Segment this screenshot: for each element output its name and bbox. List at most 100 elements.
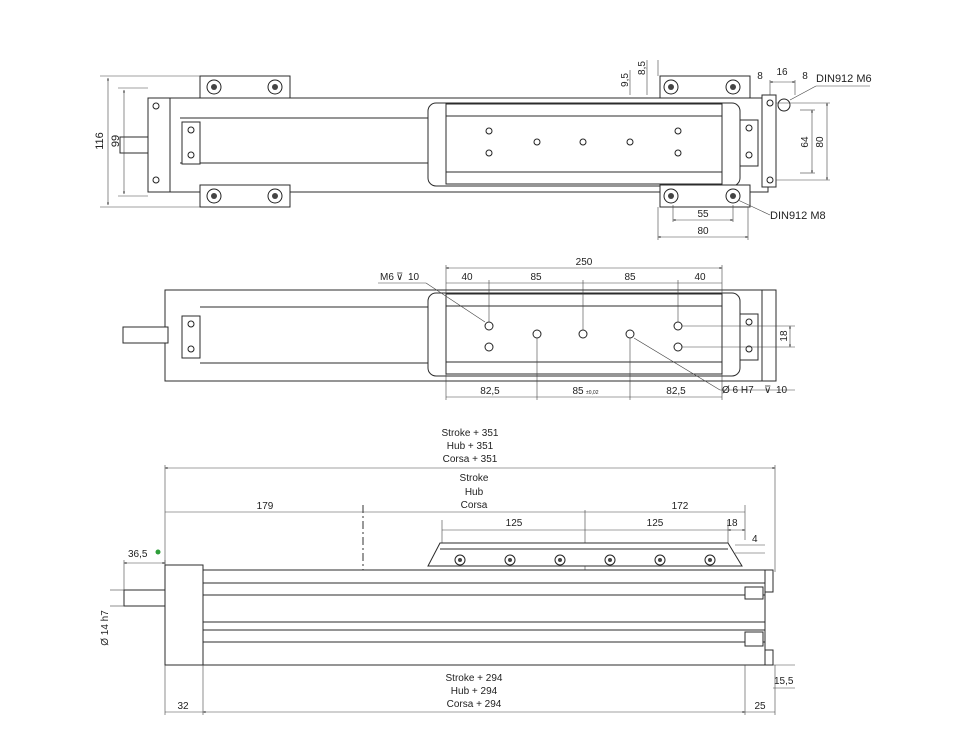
overall-bottom-line1: Stroke + 294 (446, 673, 503, 684)
hole-icon (533, 138, 541, 146)
hole-icon (484, 321, 494, 331)
middle-right-endplate (761, 289, 777, 382)
dim-55: 55 (697, 209, 709, 220)
overall-top-line2: Hub + 351 (447, 441, 494, 452)
dim-9-5: 9,5 (620, 73, 631, 87)
dim-40-right: 40 (694, 272, 706, 283)
dim-179: 179 (257, 501, 274, 512)
top-foot-tl (199, 75, 291, 99)
screw-icon (766, 176, 774, 184)
screw-icon (745, 151, 753, 159)
pin-label: Ø 6 H7 (722, 385, 754, 396)
dim-32: 32 (177, 701, 189, 712)
pin-hole-icon (625, 329, 635, 339)
top-foot-bolt (206, 188, 222, 204)
stroke-line1: Stroke (460, 473, 489, 484)
top-right-block (739, 119, 759, 167)
screw-icon (745, 318, 753, 326)
hole-icon (578, 329, 588, 339)
top-foot-bolt (206, 79, 222, 95)
dim-82-5-right: 82,5 (666, 386, 686, 397)
screw-icon (187, 320, 195, 328)
dim-172: 172 (672, 501, 689, 512)
screw-icon (745, 345, 753, 353)
dim-85-right: 85 (624, 272, 636, 283)
bottom-right-block-top (744, 586, 764, 600)
top-foot-bolt (725, 188, 741, 204)
dim-36-5: 36,5 (128, 549, 148, 560)
overall-top-line1: Stroke + 351 (442, 428, 499, 439)
middle-shaft (122, 326, 169, 344)
thread-label: M6 (380, 272, 394, 283)
screw-icon (187, 126, 195, 134)
bottom-right-cap-top (764, 569, 774, 593)
shaft-diameter: Ø 14 h7 (100, 610, 111, 646)
dim-99: 99 (110, 135, 122, 147)
stroke-line3: Corsa (461, 500, 488, 511)
dim-250: 250 (576, 257, 593, 268)
overall-top-line3: Corsa + 351 (443, 454, 498, 465)
top-foot-bolt (267, 188, 283, 204)
depth-symbol-icon: ⊽ (764, 385, 771, 396)
bottom-left-endplate (164, 564, 204, 666)
hole-icon (485, 149, 493, 157)
middle-right-block (739, 313, 759, 361)
overall-bottom-line2: Hub + 294 (451, 686, 498, 697)
dim-125-left: 125 (506, 518, 523, 529)
bottom-carriage-bolt (454, 554, 466, 566)
screw-icon (766, 99, 774, 107)
bottom-view: Stroke + 351 Hub + 351 Corsa + 351 Strok… (100, 428, 795, 715)
bottom-carriage-bolt (604, 554, 616, 566)
top-foot-br (659, 184, 751, 208)
top-foot-bolt (663, 79, 679, 95)
overall-bottom-line3: Corsa + 294 (447, 699, 502, 710)
dim-25: 25 (754, 701, 766, 712)
stroke-line2: Hub (465, 487, 484, 498)
bottom-right-block-bottom (744, 631, 764, 647)
hole-icon (674, 149, 682, 157)
pin-depth: 10 (776, 385, 788, 396)
dim-8a: 8 (757, 71, 763, 82)
bottom-right-cap-bottom (764, 649, 774, 666)
hole-icon (626, 138, 634, 146)
dim-8b: 8 (802, 71, 808, 82)
top-right-endplate (761, 94, 777, 188)
dim-40-left: 40 (461, 272, 473, 283)
bottom-carriage-bolt (704, 554, 716, 566)
screw-icon (187, 151, 195, 159)
dim-116: 116 (94, 132, 106, 150)
dim-64: 64 (800, 136, 811, 148)
bottom-carriage (427, 542, 743, 567)
top-foot-bolt (267, 79, 283, 95)
depth-symbol-icon: ⊽ (396, 272, 403, 283)
callout-din912-m6: DIN912 M6 (816, 73, 872, 85)
bottom-carriage-bolt (504, 554, 516, 566)
top-foot-bolt (663, 188, 679, 204)
dim-15-5: 15,5 (774, 676, 794, 687)
dim-8-5: 8,5 (637, 61, 648, 75)
top-left-block (181, 121, 201, 165)
thread-depth: 10 (408, 272, 420, 283)
dim-80-side: 80 (815, 136, 826, 148)
screw-icon (152, 176, 160, 184)
middle-view: 250 40 85 85 40 M6 ⊽ 10 18 82,5 85 ±0,02… (122, 257, 795, 400)
pin-hole-icon (532, 329, 542, 339)
tolerance-label: ±0,02 (586, 390, 599, 396)
hole-icon (484, 342, 494, 352)
hole-icon (579, 138, 587, 146)
dim-85-left: 85 (530, 272, 542, 283)
green-marker-icon (155, 549, 161, 555)
hole-icon (674, 127, 682, 135)
hole-icon (673, 342, 683, 352)
top-left-endplate (147, 97, 171, 193)
dim-125-right: 125 (647, 518, 664, 529)
dim-16: 16 (776, 67, 788, 78)
top-view: 116 99 9,5 8,5 8 16 8 DIN912 M6 64 80 (94, 60, 872, 240)
bottom-carriage-bolt (654, 554, 666, 566)
bottom-carriage-bolt (554, 554, 566, 566)
dim-18-top: 18 (726, 518, 738, 529)
top-foot-bl (199, 184, 291, 208)
screw-icon (187, 345, 195, 353)
